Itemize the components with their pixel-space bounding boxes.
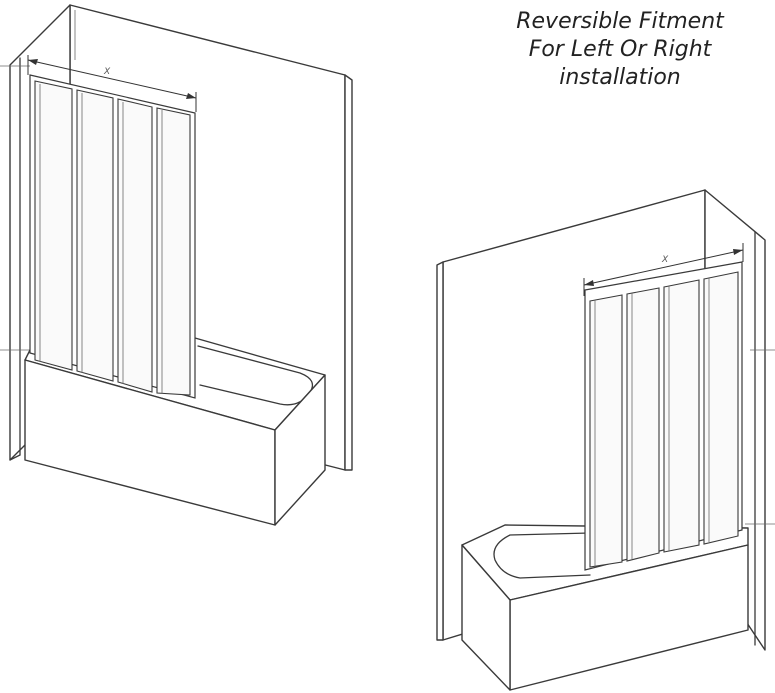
left-panel-1 (34, 80, 73, 371)
caption-line-1: Reversible Fitment (516, 9, 724, 34)
caption-line-3: installation (559, 65, 681, 90)
right-installation-figure: X (436, 189, 775, 691)
left-width-dimension: X (27, 55, 197, 112)
right-bath-end-panel (461, 544, 511, 691)
right-wall-edge (436, 261, 444, 641)
left-panel-2 (76, 89, 114, 382)
left-panel-4 (156, 107, 191, 396)
right-width-dimension: X (583, 243, 744, 296)
left-installation-figure: X (0, 4, 353, 526)
right-panel-1 (589, 294, 623, 568)
right-panel-3 (663, 279, 700, 553)
right-panel-2 (626, 287, 660, 562)
left-wall-edge (344, 74, 353, 471)
right-panel-4 (703, 271, 739, 545)
fitment-caption: Reversible Fitment For Left Or Right ins… (470, 8, 770, 92)
right-bath-basin (493, 532, 591, 579)
caption-line-2: For Left Or Right (528, 37, 712, 62)
left-panel-3 (117, 98, 153, 393)
right-dimension-label: X (661, 255, 669, 265)
left-dimension-label: X (103, 67, 111, 77)
left-bath-end-panel (274, 374, 326, 526)
